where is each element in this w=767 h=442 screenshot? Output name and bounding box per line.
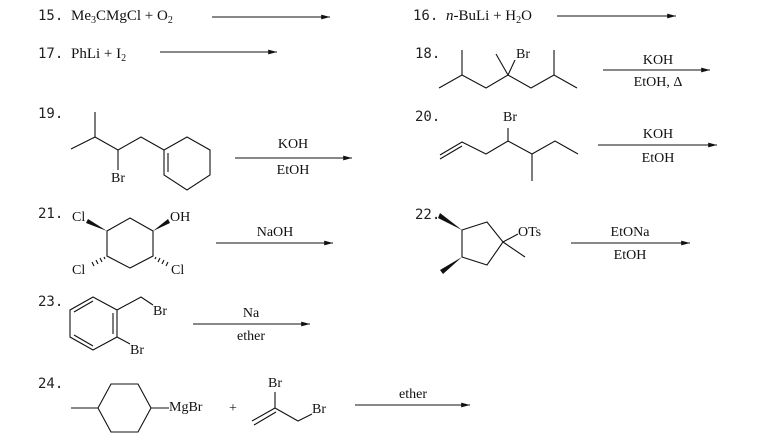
formula-part: CMgCl + O	[96, 8, 168, 24]
reagent-bottom: ether	[237, 329, 265, 344]
structure-24	[71, 383, 313, 433]
atom-label: MgBr	[169, 400, 203, 415]
atom-label: Cl	[171, 263, 185, 278]
problem-number: 16.	[413, 8, 439, 24]
reagent-top: Na	[242, 306, 260, 321]
reagent-bottom: EtOH	[276, 163, 310, 178]
atom-label: Br	[153, 304, 167, 319]
problem-number: 19.	[38, 106, 64, 122]
formula-part: n	[446, 8, 454, 24]
reagent-bottom: EtOH, Δ	[633, 75, 683, 90]
reactants-17: PhLi + I2	[71, 46, 127, 64]
formula-part: -BuLi + H	[453, 8, 517, 24]
reagent-bottom: EtOH	[613, 248, 647, 263]
reagent-top: KOH	[642, 53, 674, 68]
problem-number: 17.	[38, 46, 64, 62]
subscript: 2	[167, 15, 173, 26]
problem-number: 20.	[415, 109, 441, 125]
structure-20	[439, 128, 579, 181]
subscript: 3	[91, 15, 96, 26]
problem-number: 23.	[38, 294, 64, 310]
structure-22	[438, 213, 526, 274]
structure-21	[86, 217, 170, 269]
atom-label: Br	[503, 110, 517, 125]
reagent-top: EtONa	[610, 225, 650, 240]
atom-label: Br	[516, 47, 530, 62]
atom-label: Br	[111, 171, 125, 186]
formula-part: O	[521, 8, 532, 24]
atom-label: Br	[268, 376, 282, 391]
subscript: 2	[121, 53, 127, 64]
problem-number: 24.	[38, 376, 64, 392]
reactants-15: Me3CMgCl + O2	[71, 8, 173, 26]
formula-part: Me	[71, 8, 91, 24]
structure-18	[438, 50, 578, 89]
atom-label: Cl	[72, 263, 86, 278]
plus-sign: +	[229, 401, 237, 416]
problem-number: 15.	[38, 8, 64, 24]
reactants-16: n-BuLi + H2O	[446, 8, 532, 26]
structure-23	[69, 296, 154, 351]
atom-label: OH	[170, 210, 191, 225]
formula-part: PhLi + I	[71, 46, 122, 62]
reagent-top: KOH	[277, 137, 309, 152]
problem-number: 21.	[38, 206, 64, 222]
reagent-top: NaOH	[256, 225, 294, 240]
reagent-bottom: EtOH	[641, 151, 675, 166]
problem-number: 22.	[415, 207, 441, 223]
atom-label: OTs	[518, 225, 542, 240]
structure-19	[70, 112, 211, 191]
atom-label: Cl	[72, 210, 86, 225]
reagent-top: ether	[399, 387, 427, 402]
subscript: 2	[516, 15, 522, 26]
atom-label: Br	[130, 343, 144, 358]
problem-number: 18.	[415, 46, 441, 62]
reagent-top: KOH	[642, 127, 674, 142]
atom-label: Br	[312, 402, 326, 417]
